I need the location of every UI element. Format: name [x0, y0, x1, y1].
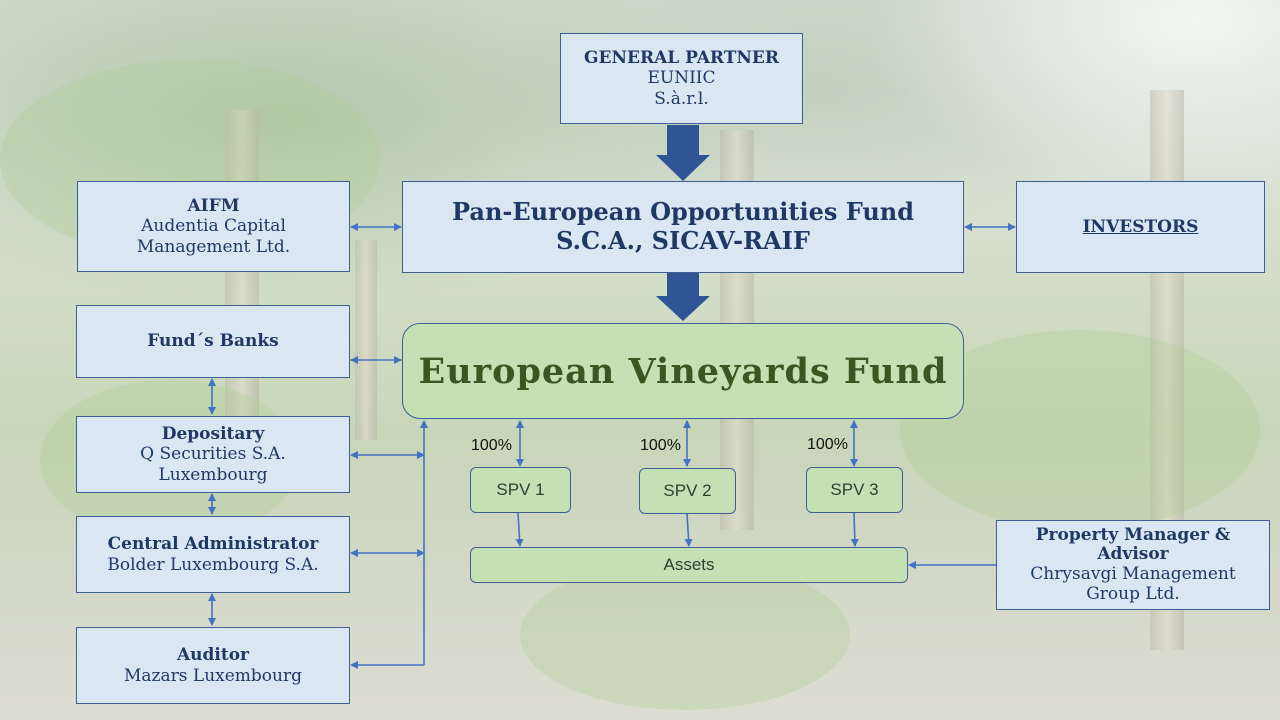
spv3-box: SPV 3: [806, 467, 903, 513]
fund-legal-form: S.C.A., SICAV-RAIF: [556, 226, 810, 255]
assets-box: Assets: [470, 547, 908, 583]
depositary-location: Luxembourg: [158, 464, 268, 485]
spv2-ownership-label: 100%: [640, 437, 681, 454]
funds-banks-box: Fund´s Banks: [76, 305, 350, 378]
spv1-box: SPV 1: [470, 467, 571, 513]
spv1-label: SPV 1: [496, 480, 545, 499]
spv3-label: SPV 3: [830, 480, 879, 499]
auditor-name: Mazars Luxembourg: [124, 665, 302, 686]
spv2-box: SPV 2: [639, 468, 736, 514]
central-administrator-box: Central Administrator Bolder Luxembourg …: [76, 516, 350, 593]
spv1-ownership-label: 100%: [471, 437, 512, 454]
depositary-title: Depositary: [161, 423, 265, 444]
investors-title: INVESTORS: [1082, 216, 1199, 237]
general-partner-legal-form: S.à.r.l.: [654, 88, 709, 109]
general-partner-title: GENERAL PARTNER: [583, 47, 779, 68]
general-partner-box: GENERAL PARTNER EUNIIC S.à.r.l.: [560, 33, 803, 124]
depositary-name: Q Securities S.A.: [140, 444, 286, 465]
vineyards-title: European Vineyards Fund: [418, 350, 948, 392]
spv3-ownership-label: 100%: [807, 436, 848, 453]
fund-to-vineyards-arrow: [656, 273, 710, 321]
spv2-label: SPV 2: [663, 481, 712, 500]
assets-label: Assets: [663, 555, 715, 574]
funds-banks-title: Fund´s Banks: [147, 331, 279, 352]
property-manager-title: Property Manager &: [1035, 524, 1231, 545]
property-manager-name-line1: Chrysavgi Management: [1030, 564, 1236, 584]
pan-european-fund-box: Pan-European Opportunities Fund S.C.A., …: [402, 181, 964, 273]
auditor-title: Auditor: [176, 645, 250, 666]
central-administrator-name: Bolder Luxembourg S.A.: [107, 554, 319, 575]
property-manager-box: Property Manager & Advisor Chrysavgi Man…: [996, 520, 1270, 610]
property-manager-title-line2: Advisor: [1097, 544, 1169, 565]
property-manager-name-line2: Group Ltd.: [1086, 583, 1180, 604]
aifm-box: AIFM Audentia Capital Management Ltd.: [77, 181, 350, 272]
auditor-box: Auditor Mazars Luxembourg: [76, 627, 350, 704]
central-administrator-title: Central Administrator: [107, 534, 319, 555]
gp-to-fund-arrow: [656, 125, 710, 181]
depositary-box: Depositary Q Securities S.A. Luxembourg: [76, 416, 350, 493]
aifm-name-line1: Audentia Capital: [141, 216, 286, 237]
aifm-title: AIFM: [187, 195, 240, 216]
fund-name: Pan-European Opportunities Fund: [451, 197, 915, 227]
investors-box: INVESTORS: [1016, 181, 1265, 273]
aifm-name-line2: Management Ltd.: [136, 236, 291, 257]
general-partner-name: EUNIIC: [647, 68, 716, 89]
european-vineyards-fund-box: European Vineyards Fund: [402, 323, 964, 419]
